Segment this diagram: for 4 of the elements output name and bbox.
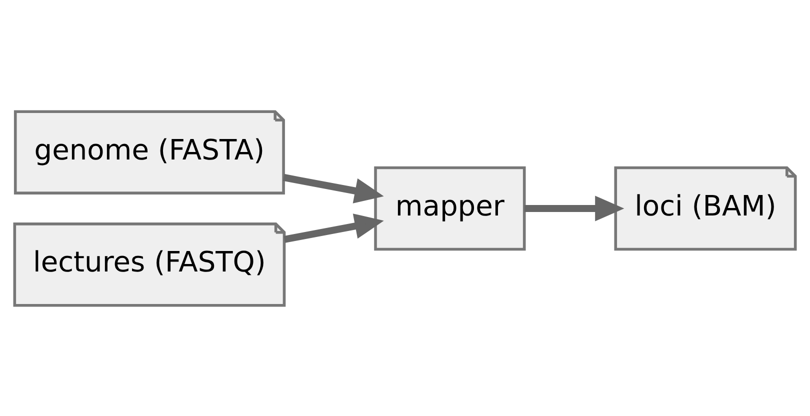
arrow [284,213,384,242]
arrow [524,195,624,221]
node-box: mapper [374,166,526,250]
arrow [282,173,384,203]
